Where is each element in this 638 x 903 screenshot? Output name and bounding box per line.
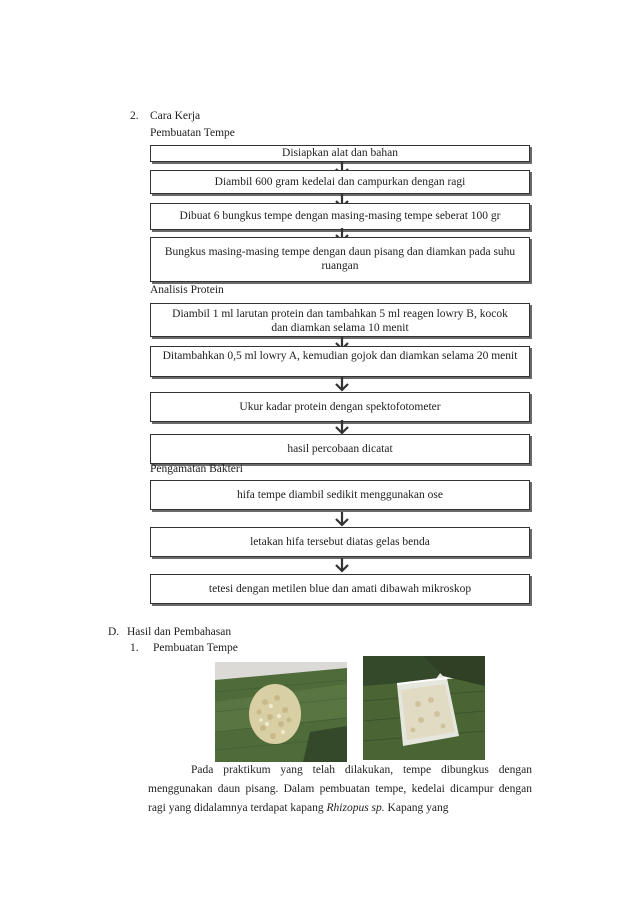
photo-soybeans-on-leaf	[215, 662, 347, 762]
flow-step: hasil percobaan dicatat	[150, 434, 530, 464]
flow-step: Bungkus masing-masing tempe dengan daun …	[150, 237, 530, 282]
arrow-down-icon	[335, 558, 349, 573]
section-title: Hasil dan Pembahasan	[127, 626, 232, 638]
subsection-title: Pembuatan Tempe	[153, 642, 238, 654]
arrow-down-icon	[335, 377, 349, 392]
flow-step: Dibuat 6 bungkus tempe dengan masing-mas…	[150, 203, 530, 230]
photo-tempe-package	[363, 656, 485, 760]
subsection-number: 1.	[130, 642, 139, 654]
subsection-protein: Analisis Protein	[150, 284, 224, 296]
section-letter: D.	[108, 626, 120, 638]
subsection-bakteri: Pengamatan Bakteri	[150, 463, 243, 475]
paragraph-text: Pada praktikum yang telah dilakukan, tem…	[148, 764, 532, 814]
flow-step: hifa tempe diambil sedikit menggunakan o…	[150, 480, 530, 510]
flow-step: Ukur kadar protein dengan spektofotomete…	[150, 392, 530, 422]
section-number: 2.	[130, 110, 139, 122]
species-name: Rhizopus sp.	[326, 802, 385, 814]
flow-step: Diambil 600 gram kedelai dan campurkan d…	[150, 170, 530, 194]
flow-step: Diambil 1 ml larutan protein dan tambahk…	[150, 303, 530, 337]
arrow-down-icon	[335, 512, 349, 527]
flow-step: tetesi dengan metilen blue dan amati dib…	[150, 574, 530, 604]
flow-step: letakan hifa tersebut diatas gelas benda	[150, 527, 530, 557]
paragraph-text-continued: Kapang yang	[384, 802, 449, 814]
flow-step: Disiapkan alat dan bahan	[150, 145, 530, 162]
flow-step: Ditambahkan 0,5 ml lowry A, kemudian goj…	[150, 346, 530, 377]
result-paragraph: Pada praktikum yang telah dilakukan, tem…	[148, 761, 532, 818]
arrow-down-icon	[335, 420, 349, 435]
section-title: Cara Kerja	[150, 110, 201, 122]
subsection-tempe: Pembuatan Tempe	[150, 127, 235, 139]
